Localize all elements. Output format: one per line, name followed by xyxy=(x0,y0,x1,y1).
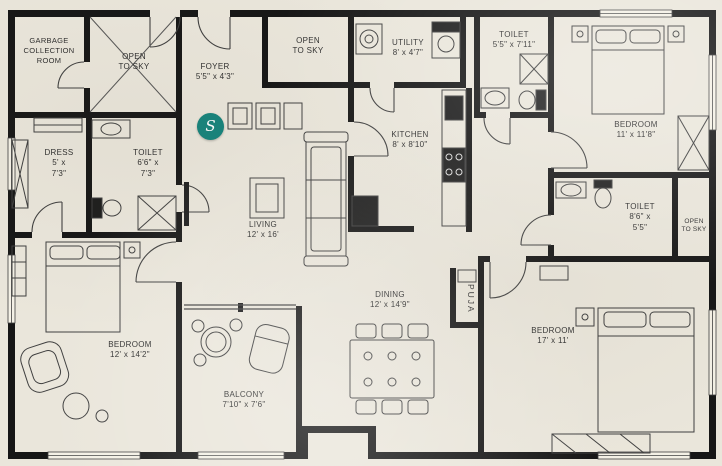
room-label-bedroom-top: BEDROOM 11' x 11'8" xyxy=(614,120,658,140)
room-label-garbage: GARBAGE COLLECTION ROOM xyxy=(23,36,75,65)
room-label-bedroom-right: BEDROOM 17' x 11' xyxy=(531,326,575,346)
bed-right xyxy=(539,265,695,454)
room-label-dress: DRESS 5' x 7'3" xyxy=(44,148,74,178)
room-label-open-sky-1: OPEN TO SKY xyxy=(118,52,150,72)
room-label-toilet-top: TOILET 5'5" x 7'11" xyxy=(492,30,536,50)
sliding-door xyxy=(184,304,296,310)
walls xyxy=(8,10,716,459)
room-label-puja: PUJA xyxy=(466,284,476,314)
puja-shelf xyxy=(457,269,477,283)
dress-wardrobe xyxy=(11,117,83,209)
toilet-left-fixtures xyxy=(91,119,177,231)
toilet-top-fixtures xyxy=(480,53,549,111)
room-label-living: LIVING 12' x 16' xyxy=(247,220,279,240)
s-marker-letter: S xyxy=(205,117,216,135)
bed-top xyxy=(571,25,710,171)
dining-set xyxy=(349,323,435,415)
kitchen-counter xyxy=(351,89,467,227)
utility-fixtures xyxy=(355,21,461,59)
s-marker: S xyxy=(197,113,224,140)
toilet-right-fixtures xyxy=(555,179,613,209)
room-label-open-sky-2: OPEN TO SKY xyxy=(292,36,324,56)
room-label-kitchen: KITCHEN 8' x 8'10" xyxy=(391,130,429,150)
room-label-foyer: FOYER 5'5" x 4'3" xyxy=(195,62,235,82)
bed-left xyxy=(11,241,141,423)
open-sky-cross xyxy=(89,16,177,113)
side-table xyxy=(249,177,285,219)
room-label-toilet-left: TOILET 6'6" x 7'3" xyxy=(133,148,163,178)
balcony-furniture xyxy=(191,318,290,374)
room-label-balcony: BALCONY 7'10" x 7'6" xyxy=(222,390,266,410)
tv-panel xyxy=(184,182,189,226)
room-label-toilet-right: TOILET 8'6" x 5'5" xyxy=(625,202,655,232)
furniture-foyer-console xyxy=(227,102,303,130)
room-label-utility: UTILITY 8' x 4'7" xyxy=(392,38,424,58)
sofa xyxy=(303,131,349,267)
room-label-open-sky-3: OPEN TO SKY xyxy=(681,218,707,234)
room-label-dining: DINING 12' x 14'9" xyxy=(370,290,410,310)
room-label-bedroom-left: BEDROOM 12' x 14'2" xyxy=(108,340,152,360)
door-arcs xyxy=(31,16,588,299)
